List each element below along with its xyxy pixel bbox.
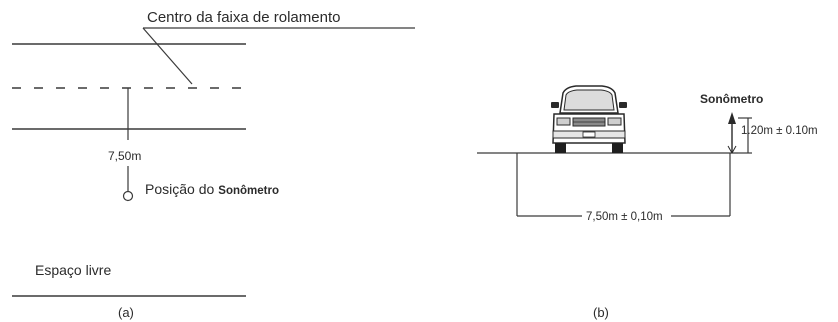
position-label-prefix: Posição do	[145, 181, 214, 197]
caption-a: (a)	[118, 305, 134, 320]
panel-b: Sonômetro 1.20m ± 0.10m 7,50m ± 0,10m (b…	[477, 85, 818, 320]
position-label-word: Sonômetro	[218, 185, 279, 197]
height-label: 1.20m ± 0.10m	[741, 125, 818, 137]
position-label: Posição do Sonômetro	[145, 181, 279, 197]
microphone-position-marker	[122, 190, 134, 202]
free-space-label: Espaço livre	[35, 262, 111, 278]
distance-label-b: 7,50m ± 0,10m	[586, 211, 663, 223]
lane-center-label: Centro da faixa de rolamento	[147, 9, 340, 26]
caption-b: (b)	[593, 305, 609, 320]
distance-label-a: 7,50m	[108, 149, 141, 163]
lane-center-leader-line	[142, 27, 193, 85]
meter-label: Sonômetro	[700, 92, 763, 106]
panel-a: Centro da faixa de rolamento 7,50m Posiç…	[12, 9, 415, 320]
sound-meter-icon	[727, 112, 737, 154]
vehicle-icon	[551, 85, 627, 153]
